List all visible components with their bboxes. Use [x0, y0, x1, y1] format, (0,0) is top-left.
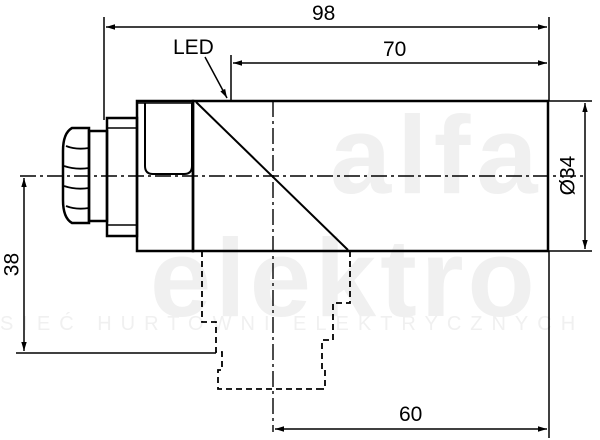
gland-collar [105, 116, 139, 238]
led-leader [204, 56, 228, 99]
watermark-tagline: SIEĆ HURTOWNI ELEKTRYCZNYCH [0, 313, 585, 335]
dim-38-label: 38 [0, 252, 24, 277]
led-label: LED [173, 36, 214, 59]
dim-98-label: 98 [312, 2, 336, 25]
dim-70-label: 70 [383, 38, 407, 61]
watermark-elektro: elektro [150, 217, 539, 340]
dim-34-label: Ø34 [556, 155, 580, 196]
led-window [144, 103, 193, 175]
hidden-connector-right [318, 251, 351, 390]
watermark-alfa: alfa [330, 94, 544, 217]
dim-60-label: 60 [399, 403, 423, 426]
hidden-connector-left [201, 251, 226, 390]
gland-nut [61, 126, 91, 225]
